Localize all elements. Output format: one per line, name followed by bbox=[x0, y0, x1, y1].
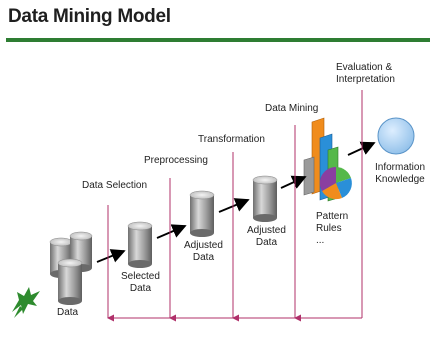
stage-label-evaluation-line: Evaluation & bbox=[336, 62, 393, 73]
item-label-line: Data bbox=[255, 237, 278, 248]
item-label-line: Data bbox=[192, 252, 215, 263]
arrow bbox=[280, 175, 307, 189]
adjusted-data-cylinder-1 bbox=[189, 190, 215, 237]
item-label-patterns: Pattern Rules ... bbox=[316, 211, 348, 247]
stage-label-evaluation-line: Interpretation bbox=[336, 74, 395, 85]
arrow bbox=[347, 141, 376, 156]
item-label-data: Data bbox=[57, 307, 79, 318]
stage-label-data-selection: Data Selection bbox=[82, 180, 148, 191]
title-rule bbox=[6, 38, 430, 42]
arrow bbox=[156, 224, 187, 239]
selected-data-cylinder bbox=[127, 221, 153, 268]
stage-label-data-mining: Data Mining bbox=[265, 103, 319, 114]
pattern-graphic bbox=[303, 117, 352, 202]
stage-label-evaluation: Evaluation & Interpretation bbox=[336, 62, 395, 86]
item-label-knowledge: Information Knowledge bbox=[375, 162, 425, 186]
arrow bbox=[96, 249, 126, 263]
item-label-adjusted-data-2: Adjusted Data bbox=[247, 225, 286, 249]
stage-label-transformation: Transformation bbox=[198, 134, 265, 145]
cylinder bbox=[57, 258, 83, 305]
feedback-lines bbox=[107, 90, 363, 322]
item-label-line: Selected bbox=[121, 271, 160, 282]
page-title: Data Mining Model bbox=[8, 6, 171, 27]
item-label-line: Information bbox=[375, 162, 426, 173]
item-label-line: Adjusted bbox=[247, 225, 286, 236]
item-label-selected-data: Selected Data bbox=[121, 271, 160, 295]
data-cylinders bbox=[49, 231, 93, 305]
forward-arrows bbox=[96, 141, 376, 263]
item-label-line: Knowledge bbox=[375, 174, 425, 185]
knowledge-circle bbox=[377, 117, 415, 155]
logo-icon bbox=[12, 287, 40, 318]
item-label-line: Adjusted bbox=[184, 240, 223, 251]
stage-label-preprocessing: Preprocessing bbox=[144, 155, 208, 166]
item-label-line: ... bbox=[316, 235, 325, 246]
item-label-line: Pattern bbox=[316, 211, 349, 222]
adjusted-data-cylinder-2 bbox=[252, 175, 278, 222]
item-label-line: Rules bbox=[316, 223, 342, 234]
item-label-adjusted-data-1: Adjusted Data bbox=[184, 240, 223, 264]
item-label-line: Data bbox=[129, 283, 152, 294]
